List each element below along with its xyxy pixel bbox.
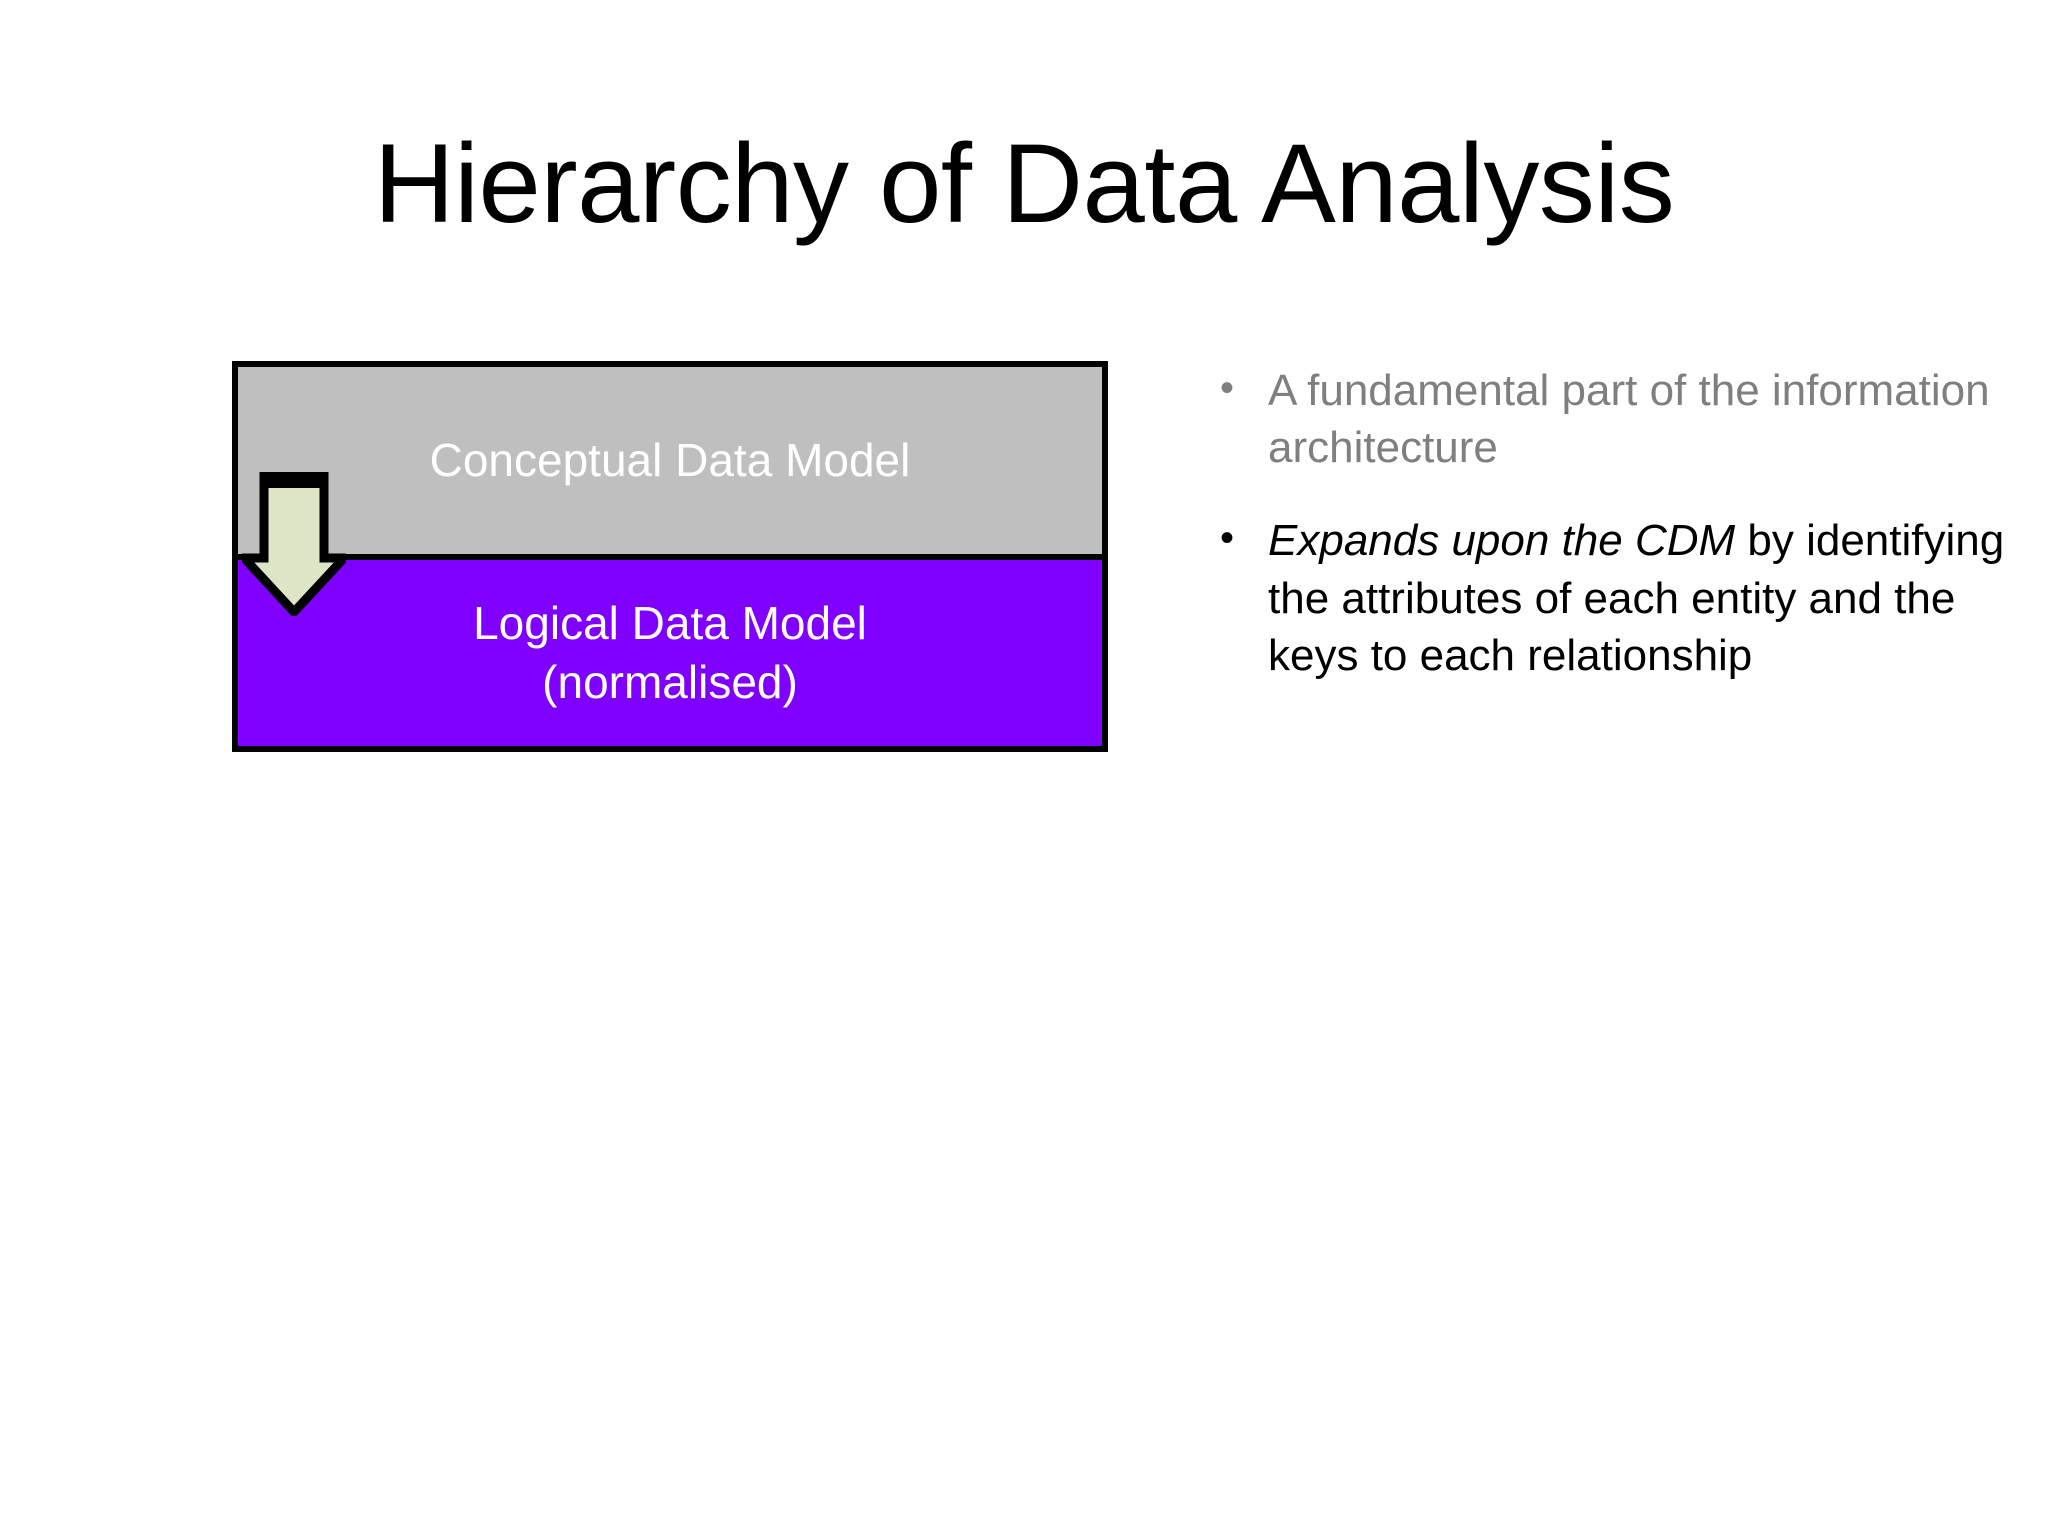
band-logical-data-model[interactable]: Logical Data Model (normalised) xyxy=(232,554,1108,752)
bullet-text-expands-rest: by identifying the attributes of each en… xyxy=(1268,516,2005,680)
band-label-logical: Logical Data Model (normalised) xyxy=(473,597,867,708)
bullet-item-expands-cdm: Expands upon the CDM by identifying the … xyxy=(1212,512,2012,684)
bullet-text-fundamental: A fundamental part of the information ar… xyxy=(1268,366,1990,473)
band-conceptual-data-model[interactable]: Conceptual Data Model xyxy=(232,361,1108,560)
bullet-text-expands-emphasis: Expands upon the CDM xyxy=(1268,516,1736,566)
page-title: Hierarchy of Data Analysis xyxy=(373,121,1675,246)
bullet-item-fundamental: A fundamental part of the information ar… xyxy=(1212,362,2012,476)
bullet-list: A fundamental part of the information ar… xyxy=(1212,362,2012,720)
data-model-hierarchy-diagram: Conceptual Data Model Logical Data Model… xyxy=(232,361,1108,752)
band-label-conceptual: Conceptual Data Model xyxy=(429,434,911,487)
